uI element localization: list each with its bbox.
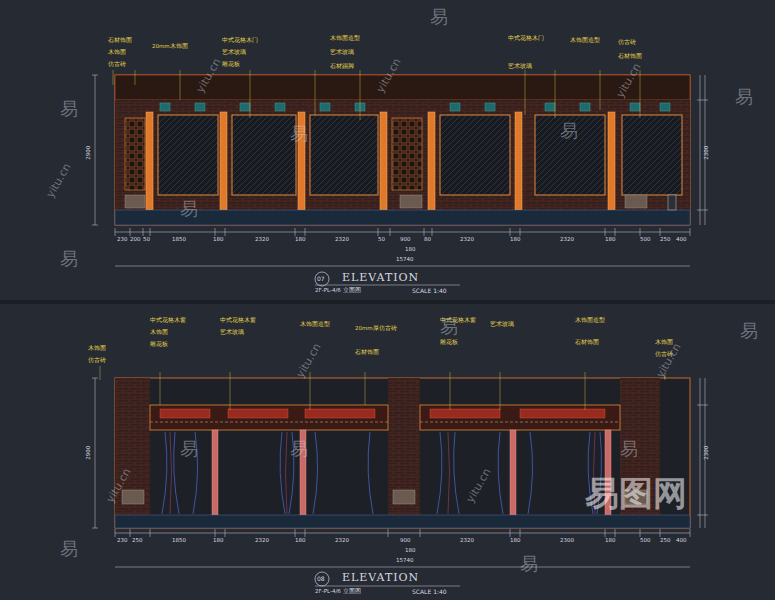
dimension: 900 [400, 237, 411, 243]
watermark: yitu.cn [45, 162, 73, 200]
dimension: 2320 [335, 538, 349, 544]
watermark: 易 [440, 318, 458, 336]
callout: 20mm木饰面 [152, 44, 188, 50]
dimension: 180 [605, 237, 616, 243]
view-title: ELEVATION [342, 272, 419, 283]
callout: 木饰面造型 [330, 36, 360, 42]
watermark: 易 [180, 440, 198, 458]
dimension: 15740 [396, 257, 414, 263]
dimension: 180 [295, 237, 306, 243]
dimension: 180 [213, 538, 224, 544]
dimension: 50 [143, 237, 150, 243]
callout: 雕花板 [222, 62, 240, 68]
callout: 艺术玻璃 [220, 330, 244, 336]
callout: 木饰面造型 [575, 318, 605, 324]
dimension: 15740 [396, 558, 414, 564]
callout: 木饰面造型 [570, 38, 600, 44]
dimension: 180 [605, 538, 616, 544]
dimension: 2320 [460, 538, 474, 544]
watermark: 易 [290, 440, 308, 458]
callout: 艺术玻璃 [490, 322, 514, 328]
watermark-logo: 易图网 [585, 476, 687, 510]
dimension: 180 [213, 237, 224, 243]
dimension: 500 [640, 538, 651, 544]
callout: 艺术玻璃 [330, 50, 354, 56]
dimension: 2900 [86, 446, 92, 460]
callout: 雕花板 [150, 342, 168, 348]
dimension: 2320 [335, 237, 349, 243]
watermark: 易 [560, 122, 578, 140]
callout: 中式花格木窗 [150, 318, 186, 324]
dimension: 900 [400, 538, 411, 544]
callout: 中式花格木门 [508, 36, 544, 42]
callout: 木饰面造型 [300, 322, 330, 328]
callout: 木饰面 [150, 330, 168, 336]
dimension: 200 [130, 237, 141, 243]
view-code: 2F-PL-4/6 立面图 [315, 589, 361, 595]
dimension: 180 [295, 538, 306, 544]
watermark: 易 [620, 440, 638, 458]
watermark: 易 [740, 322, 758, 340]
watermark: 易 [735, 88, 753, 106]
callout: 艺术玻璃 [222, 50, 246, 56]
watermark: yitu.cn [295, 342, 323, 380]
dimension: 180 [510, 237, 521, 243]
view-code: 2F-PL-4/6 立面图 [315, 288, 361, 294]
watermark: 易 [180, 200, 198, 218]
callout: 艺术玻璃 [508, 64, 532, 70]
watermark: 易 [60, 540, 78, 558]
watermark: 易 [60, 100, 78, 118]
callout: 木饰面 [88, 346, 106, 352]
dimension: 2300 [704, 446, 710, 460]
dimension: 180 [510, 538, 521, 544]
view-title: ELEVATION [342, 572, 419, 583]
dimension: 400 [676, 237, 687, 243]
scale-note: SCALE 1:40 [412, 288, 447, 294]
dimension: 2320 [460, 237, 474, 243]
callout: 中式花格木门 [222, 38, 258, 44]
dimension: 250 [660, 237, 671, 243]
dimension: 50 [378, 237, 385, 243]
dimension: 1850 [172, 538, 186, 544]
dimension: 2320 [255, 538, 269, 544]
dimension: 80 [424, 237, 431, 243]
watermark: 易 [430, 8, 448, 26]
callout: 石材饰面 [618, 54, 642, 60]
callout: 石材饰面 [355, 350, 379, 356]
dimension: 2300 [704, 146, 710, 160]
watermark: 易 [60, 250, 78, 268]
callout: 石材饰面 [575, 340, 599, 346]
view-number: 07 [317, 276, 325, 282]
dimension: 2320 [560, 237, 574, 243]
callout: 仿古砖 [108, 62, 126, 68]
dimension: 400 [676, 538, 687, 544]
callout: 仿古砖 [618, 40, 636, 46]
dimension: 2900 [86, 146, 92, 160]
watermark: 易 [520, 555, 538, 573]
dimension: 250 [660, 538, 671, 544]
dimension: 1850 [172, 237, 186, 243]
callout: 仿古砖 [88, 358, 106, 364]
dimension: 250 [132, 538, 143, 544]
callout: 20mm厚仿古砖 [355, 326, 397, 332]
callout: 雕花板 [440, 340, 458, 346]
scale-note: SCALE 1:40 [412, 589, 447, 595]
dimension: 230 [117, 538, 128, 544]
dimension: 2320 [255, 237, 269, 243]
watermark: 易 [290, 125, 308, 143]
dimension: 180 [405, 548, 416, 554]
callout: 石材饰面 [108, 38, 132, 44]
dimension: 230 [117, 237, 128, 243]
view-number: 08 [317, 576, 325, 582]
dimension: 2300 [560, 538, 574, 544]
dimension: 500 [640, 237, 651, 243]
callout: 中式花格木窗 [220, 318, 256, 324]
callout: 木饰面 [108, 50, 126, 56]
callout: 石材踢脚 [330, 64, 354, 70]
dimension: 180 [405, 247, 416, 253]
watermark: yitu.cn [655, 342, 683, 380]
